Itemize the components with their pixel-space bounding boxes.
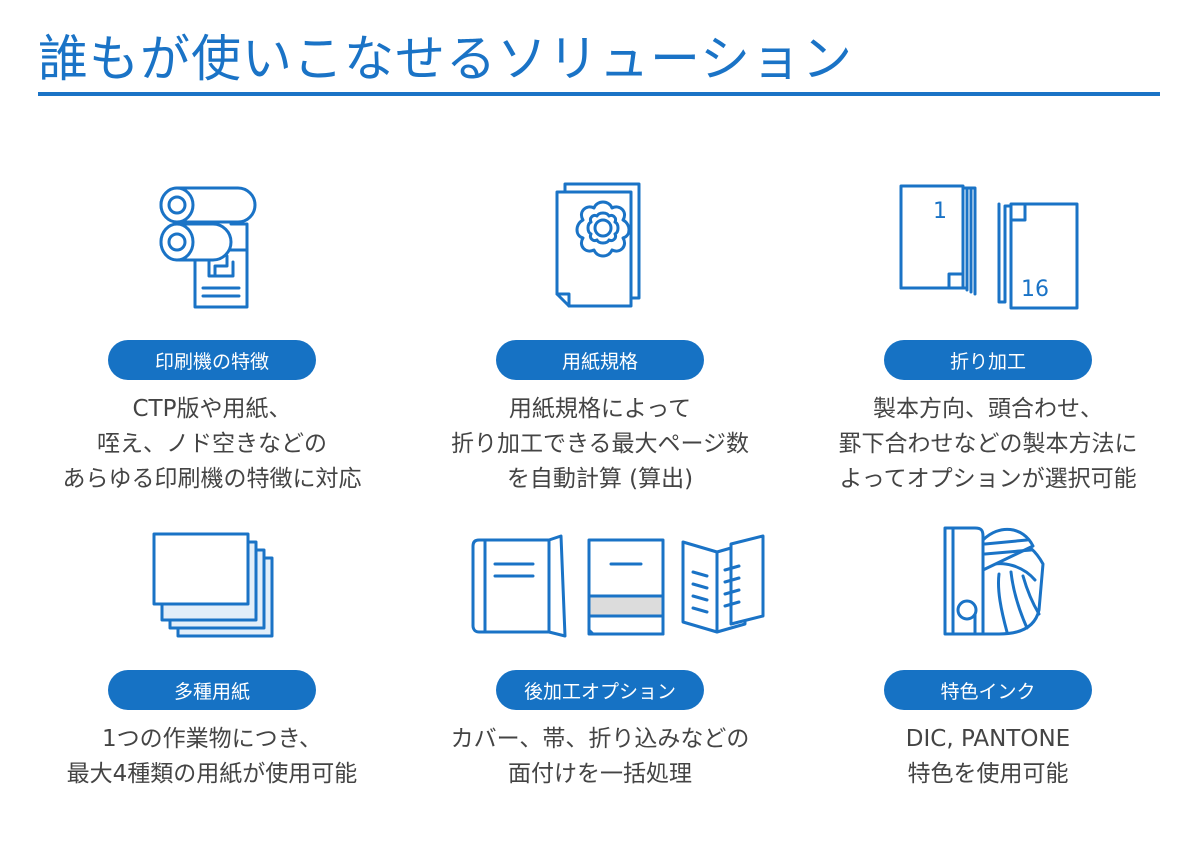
feature-label-pill: 特色インク bbox=[884, 670, 1092, 710]
feature-description: 製本方向、頭合わせ、 罫下合わせなどの製本方法に よってオプションが選択可能 bbox=[838, 396, 1138, 492]
color-swatch-icon bbox=[923, 510, 1053, 640]
page-number-1: 1 bbox=[933, 199, 947, 224]
feature-label-pill: 折り加工 bbox=[884, 340, 1092, 380]
books-icon bbox=[445, 510, 765, 640]
feature-label-pill: 用紙規格 bbox=[496, 340, 704, 380]
printing-press-icon bbox=[147, 180, 277, 310]
page-number-16: 16 bbox=[1021, 277, 1049, 302]
feature-description: カバー、帯、折り込みなどの 面付けを一括処理 bbox=[450, 726, 750, 787]
feature-label-pill: 印刷機の特徴 bbox=[108, 340, 316, 380]
page-title: 誰もが使いこなせるソリューション bbox=[38, 30, 853, 88]
paper-sheets-icon bbox=[535, 180, 665, 310]
feature-description: DIC, PANTONE 特色を使用可能 bbox=[905, 726, 1071, 787]
folded-pages-icon: 1 16 bbox=[893, 180, 1083, 310]
feature-label-pill: 後加工オプション bbox=[496, 670, 704, 710]
feature-description: 用紙規格によって 折り加工できる最大ページ数 を自動計算 (算出) bbox=[450, 396, 750, 492]
paper-stack-icon bbox=[142, 510, 282, 640]
feature-description: 1つの作業物につき、 最大4種類の用紙が使用可能 bbox=[66, 726, 358, 787]
feature-description: CTP版や用紙、 咥え、ノド空きなどの あらゆる印刷機の特徴に対応 bbox=[62, 396, 362, 492]
title-underline bbox=[38, 92, 1160, 96]
feature-label-pill: 多種用紙 bbox=[108, 670, 316, 710]
